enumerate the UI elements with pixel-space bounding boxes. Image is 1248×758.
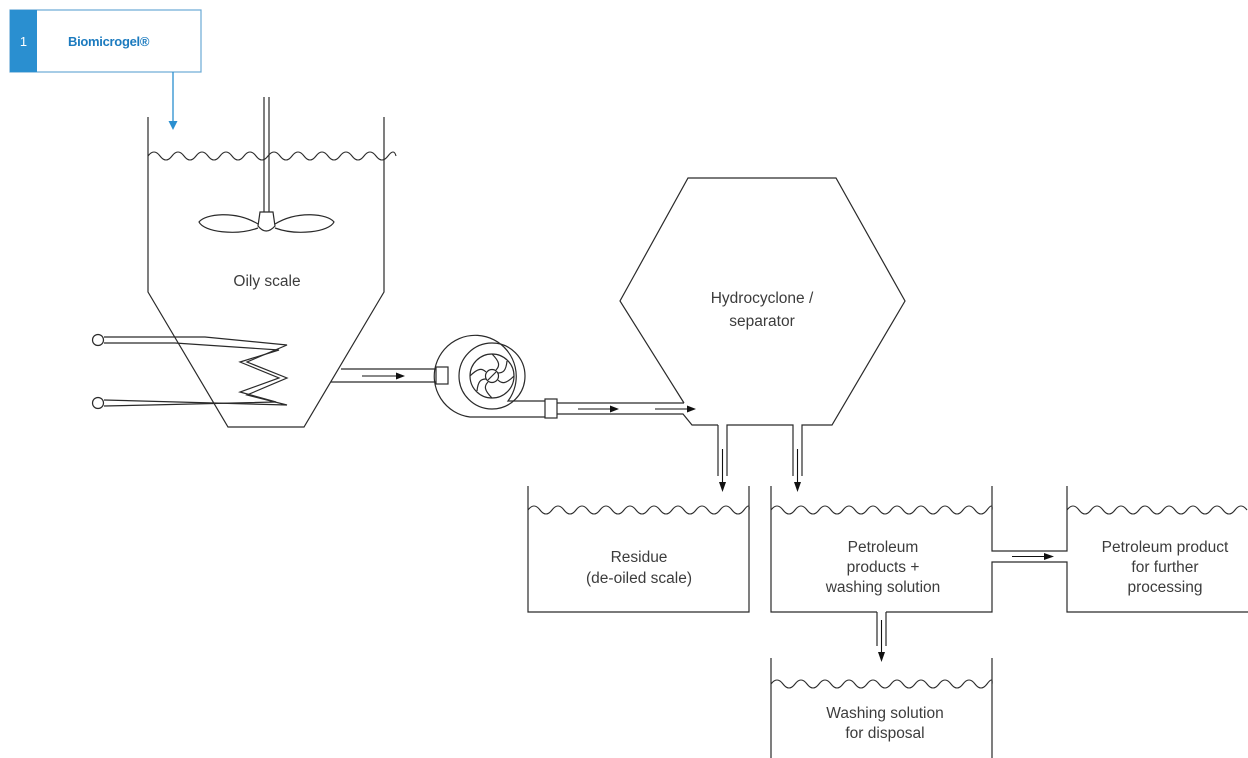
transfer-arrow (1012, 553, 1054, 560)
petroleum-mix-label-line3: washing solution (825, 579, 941, 596)
tank-liquid-level (147, 151, 397, 161)
outlet-pipe (331, 366, 449, 385)
petroleum-product-tank: Petroleum product for further processing (1066, 505, 1248, 596)
drain-pipe (876, 612, 887, 662)
petroleum-mix-label-line2: products + (847, 559, 920, 576)
badge-number: 1 (20, 34, 27, 49)
mixing-tank-label: Oily scale (233, 273, 300, 290)
badge-frame (9, 9, 202, 73)
petroleum-mix-tank: Petroleum products + washing solution (770, 486, 1248, 613)
hydrocyclone-label-line2: separator (729, 313, 794, 330)
petroleum-product-label-line3: processing (1128, 579, 1203, 596)
residue-label-line2: (de-oiled scale) (586, 570, 692, 587)
residue-outlet-arrow (719, 449, 726, 492)
petroleum-product-label-line1: Petroleum product (1102, 539, 1229, 556)
petroleum-product-label-line2: for further (1131, 559, 1198, 576)
residue-label-line1: Residue (611, 549, 668, 566)
washing-disposal-tank: Washing solution for disposal (770, 658, 993, 758)
mixing-tank: Oily scale (147, 97, 397, 428)
centrifugal-pump-icon (433, 334, 558, 419)
washing-disposal-label-line2: for disposal (845, 725, 924, 742)
hydrocyclone-label-line1: Hydrocyclone / (711, 290, 814, 307)
badge-label: Biomicrogel® (68, 34, 150, 49)
petroleum-mix-label-line1: Petroleum (848, 539, 919, 556)
stirrer-icon (198, 97, 335, 233)
heating-coil-icon (91, 333, 289, 410)
badge-number-tab (10, 10, 37, 72)
residue-tank: Residue (de-oiled scale) (527, 486, 750, 613)
washing-disposal-label-line1: Washing solution (826, 705, 943, 722)
liquid-outlet-arrow (794, 449, 801, 492)
reagent-badge: 1 Biomicrogel® (9, 9, 202, 73)
hydrocyclone-separator: Hydrocyclone / separator (619, 177, 906, 476)
feed-pipe (557, 402, 718, 426)
reagent-feed-arrow (168, 72, 178, 130)
